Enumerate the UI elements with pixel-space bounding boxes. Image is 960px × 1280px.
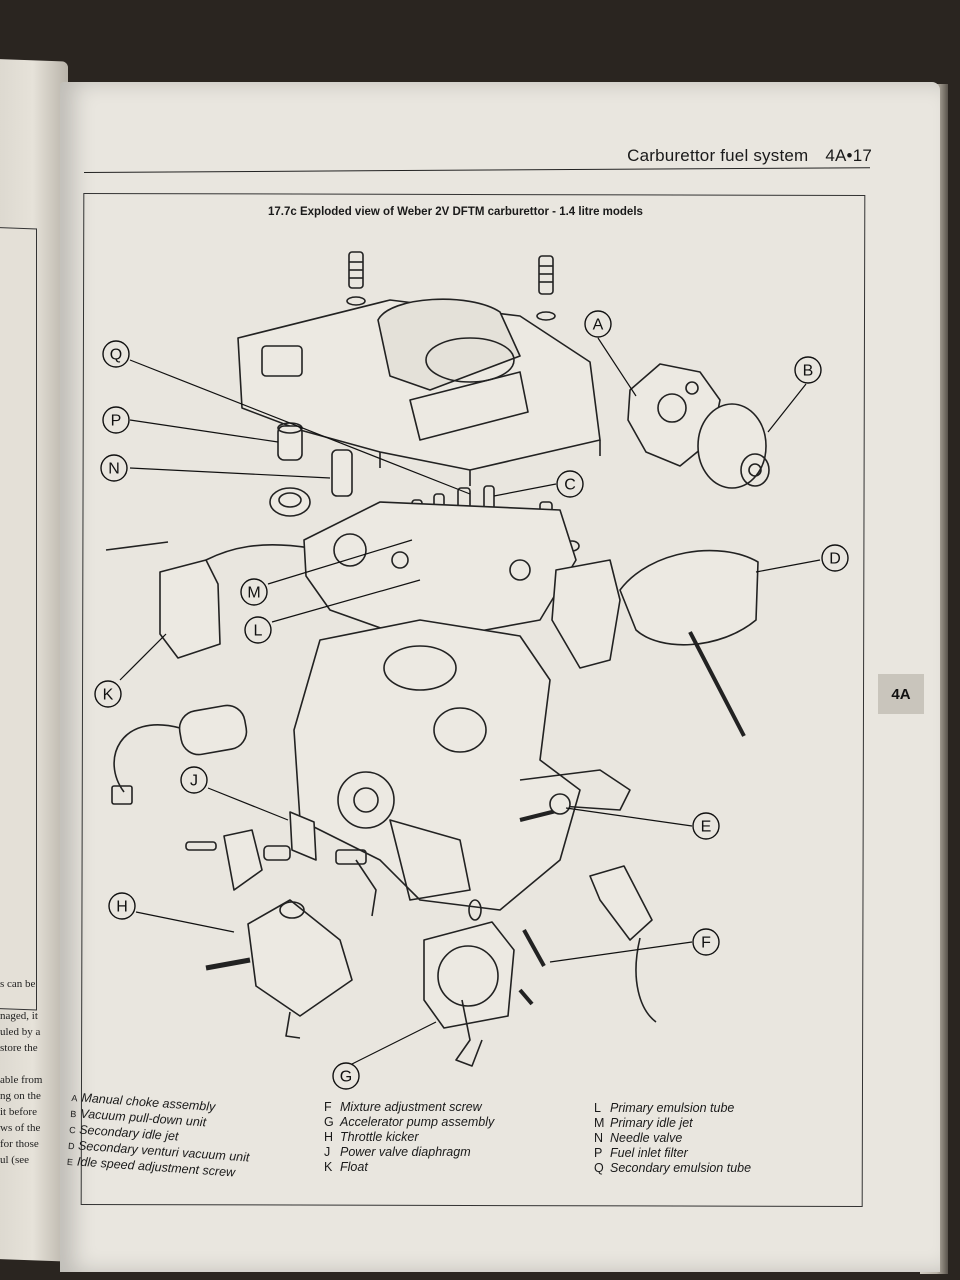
- callout-k: [94, 680, 122, 708]
- callout-p: [102, 406, 130, 434]
- callout-letters: A B C D E F G H J K L M N P Q: [103, 317, 841, 1086]
- callout-letter: M: [247, 585, 260, 602]
- bypass-solenoid: [589, 865, 657, 1023]
- callout-letter: E: [701, 819, 712, 836]
- callout-b: [794, 356, 822, 384]
- callout-letter: A: [593, 317, 604, 334]
- callout-letter: G: [340, 1069, 352, 1086]
- idle-cut-off-solenoid: [111, 704, 248, 805]
- vacuum-pull-down-unit: [697, 403, 770, 489]
- accelerator-pump-assembly: [423, 921, 515, 1067]
- callout-letter: C: [564, 477, 576, 494]
- top-cover-gasket: [303, 501, 577, 643]
- left-text-fragment: it before: [0, 1106, 37, 1118]
- callout-letter: P: [111, 413, 122, 430]
- left-text-fragment: s can be: [0, 978, 36, 990]
- top-screw-left: [346, 251, 366, 306]
- left-text-fragment: ul (see: [0, 1154, 30, 1166]
- callout-h: [108, 892, 136, 920]
- fuel-inlet-filter: [277, 422, 303, 461]
- callout-circles: [94, 310, 849, 1090]
- mixture-adjustment-screw: [518, 929, 546, 1006]
- callout-e: [692, 812, 720, 840]
- callout-d: [821, 544, 849, 572]
- callout-letter: N: [108, 461, 120, 478]
- chapter-tab: 4A: [878, 674, 924, 714]
- carburettor-main-body: [293, 619, 631, 911]
- float: [105, 541, 311, 659]
- callout-q: [102, 340, 130, 368]
- figure-caption: 17.7c Exploded view of Weber 2V DFTM car…: [268, 206, 643, 218]
- section-title: Carburettor fuel system: [627, 146, 809, 165]
- callout-a: [584, 310, 612, 338]
- page-number: 4A•17: [825, 146, 872, 165]
- callout-l: [244, 616, 272, 644]
- left-text-fragment: for those: [0, 1138, 39, 1150]
- running-header: Carburettor fuel system 4A•17: [627, 146, 872, 166]
- callout-letter: H: [116, 899, 128, 916]
- left-text-fragment: store the: [0, 1042, 38, 1054]
- callout-n: [100, 454, 128, 482]
- secondary-venturi-vacuum-unit: [551, 549, 759, 737]
- callout-leaders: [119, 337, 821, 1065]
- callout-letter: L: [254, 623, 263, 640]
- left-text-fragment: uled by a: [0, 1026, 41, 1038]
- left-text-fragment: naged, it: [0, 1010, 38, 1022]
- callout-letter: K: [103, 687, 114, 704]
- left-text-fragment: ws of the: [0, 1122, 41, 1134]
- left-text-fragment: able from: [0, 1074, 43, 1086]
- callout-m: [240, 578, 268, 606]
- callout-letter: J: [190, 773, 198, 790]
- needle-valve: [269, 449, 353, 517]
- callout-j: [180, 766, 208, 794]
- power-valve-diaphragm: [185, 811, 317, 891]
- callout-letter: B: [803, 363, 814, 380]
- carburettor-top-cover: [237, 298, 601, 486]
- callout-letter: Q: [110, 347, 122, 364]
- top-screw-right: [536, 255, 556, 321]
- throttle-kicker: [205, 899, 353, 1039]
- callout-g: [332, 1062, 360, 1090]
- callout-c: [556, 470, 584, 498]
- callout-letter: F: [701, 935, 711, 952]
- idle-speed-adjustment-screw: [519, 793, 571, 822]
- callout-f: [692, 928, 720, 956]
- left-text-fragment: ng on the: [0, 1090, 41, 1102]
- callout-letter: D: [829, 551, 841, 568]
